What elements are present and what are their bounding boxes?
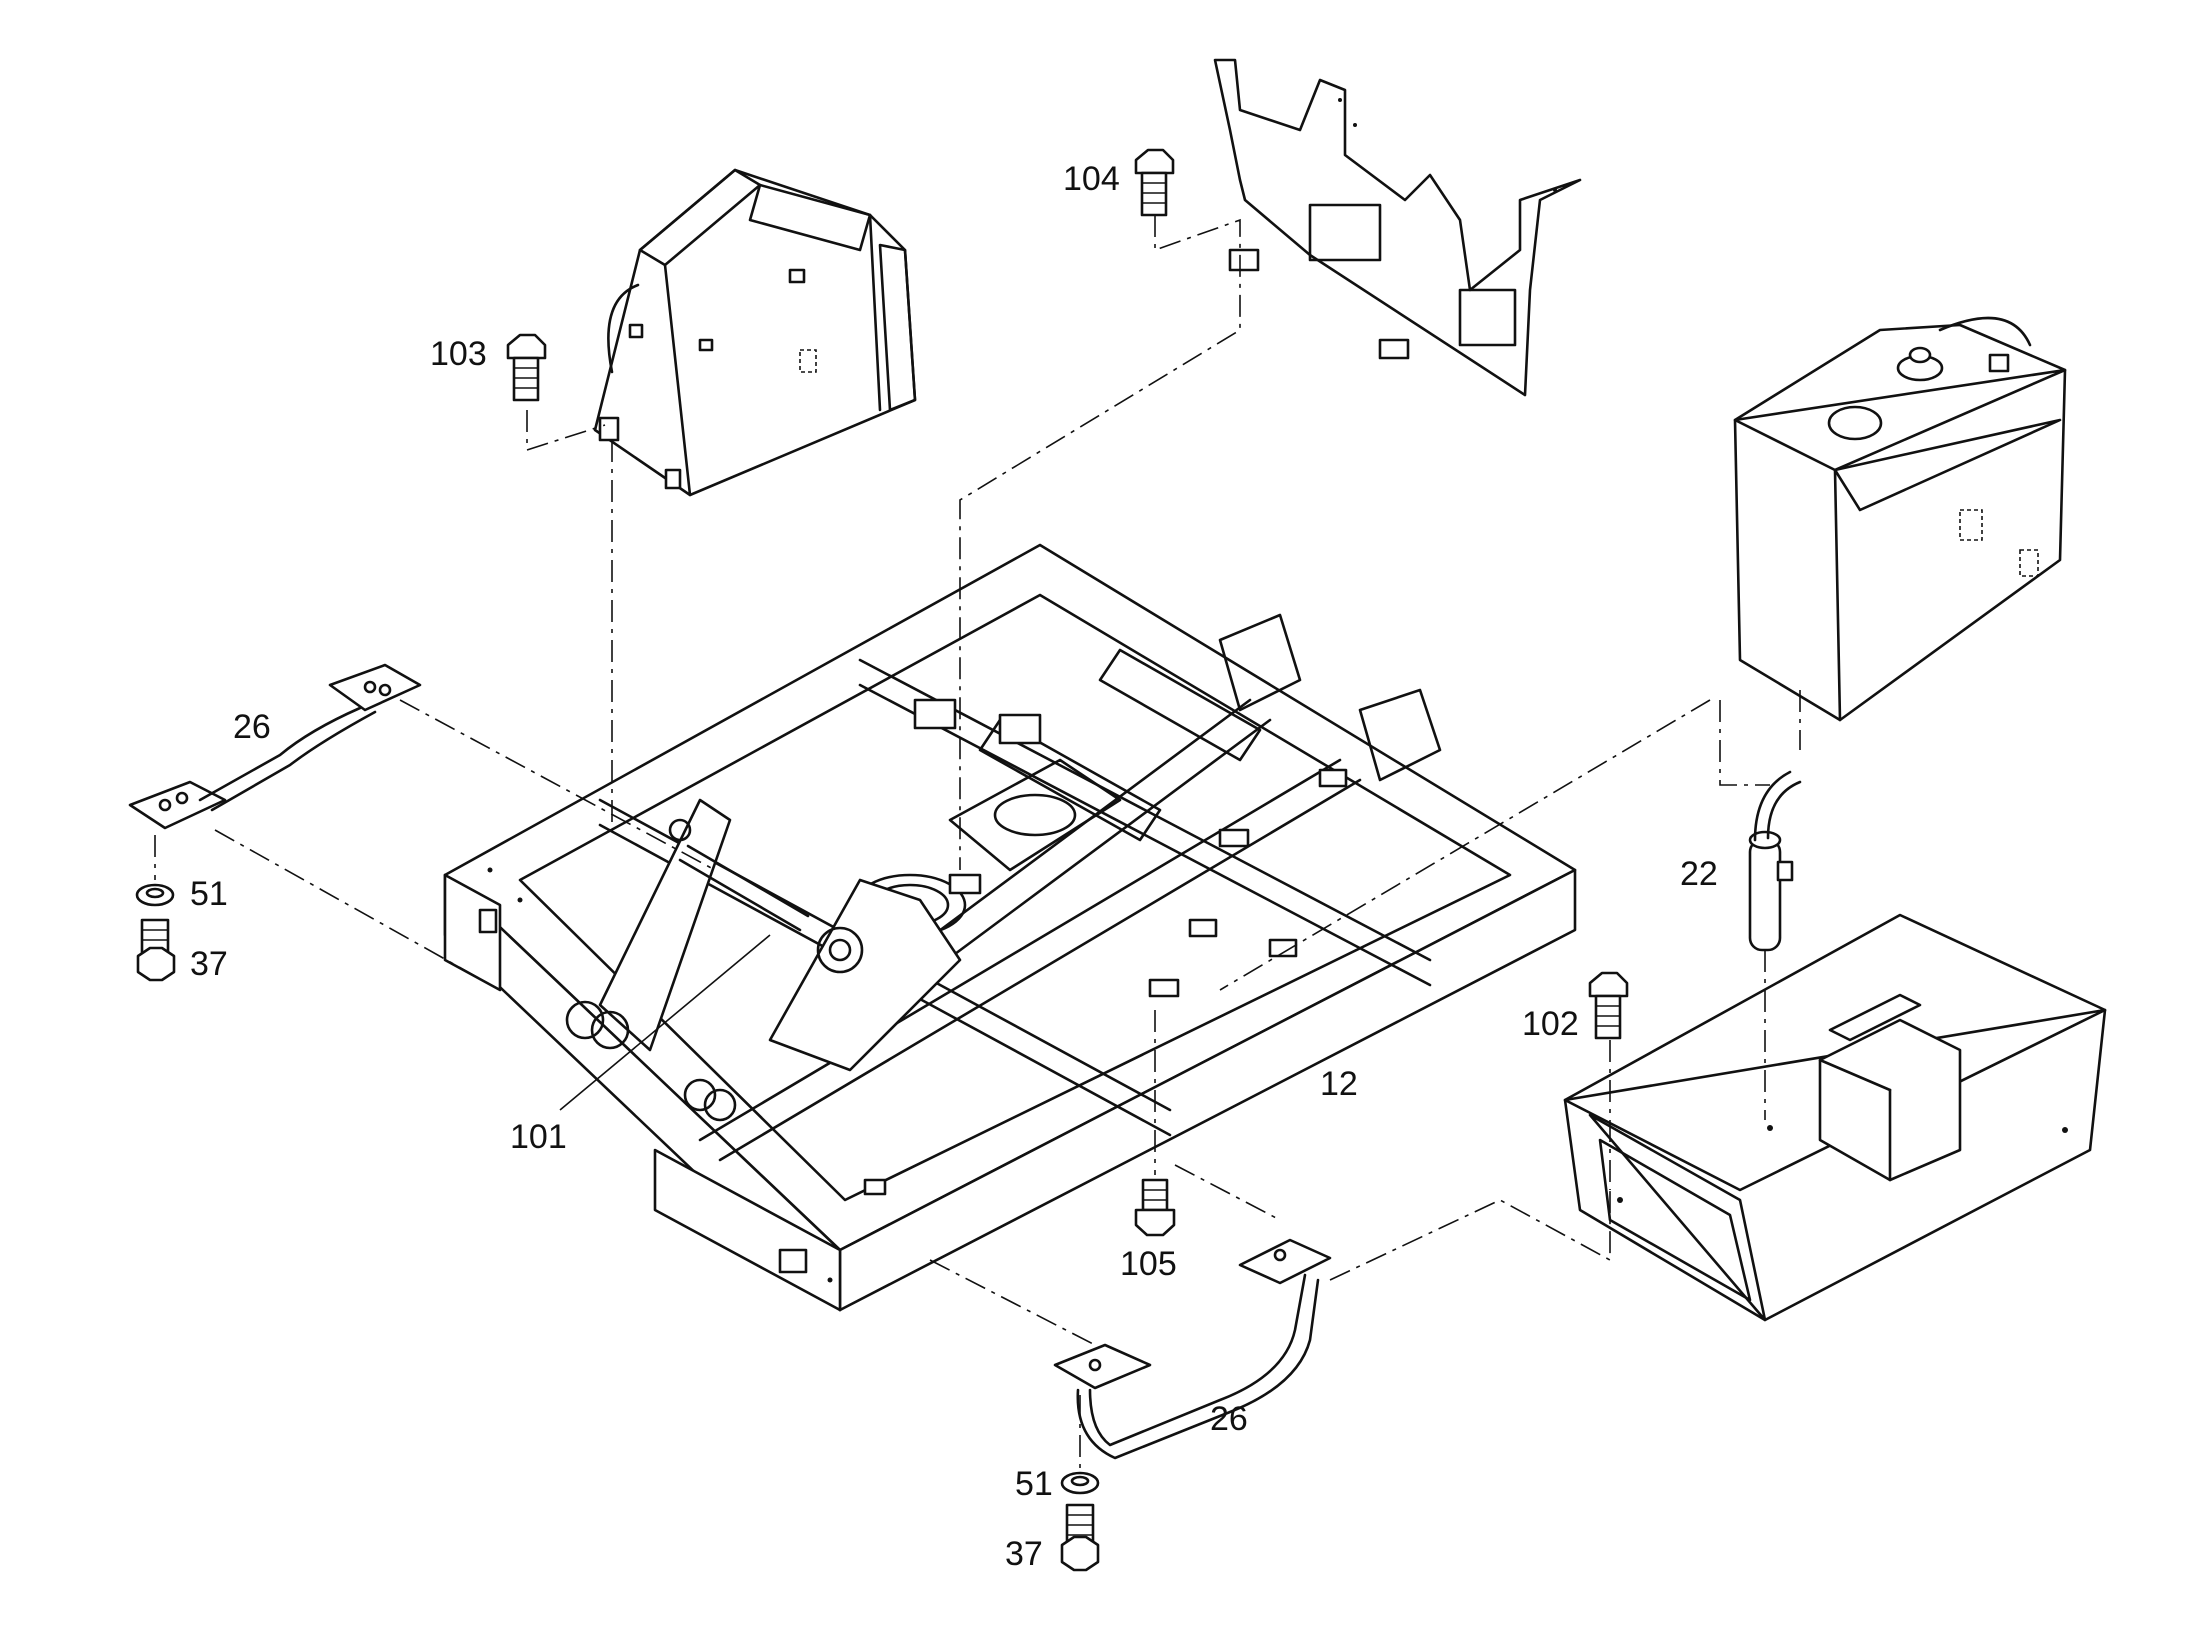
muffler-part — [1748, 770, 1802, 952]
fuel-tank-right — [1733, 316, 2067, 722]
callout-51-right: 51 — [1015, 1465, 1053, 1503]
battery-box-left — [593, 168, 917, 497]
callout-51-left: 51 — [190, 875, 228, 913]
bolt-104 — [1134, 148, 1175, 217]
mounting-bracket-top — [1213, 58, 1582, 397]
callout-12: 12 — [1320, 1065, 1358, 1103]
callout-104: 104 — [1063, 160, 1120, 198]
callout-26-right: 26 — [1210, 1400, 1248, 1438]
step-bracket-left — [128, 663, 422, 830]
callout-105: 105 — [1120, 1245, 1177, 1283]
callout-37-left: 37 — [190, 945, 228, 983]
washer-51-left — [135, 883, 175, 907]
callout-101: 101 — [510, 1118, 567, 1156]
step-bracket-right — [1053, 1238, 1332, 1460]
callout-labels: 12 22 26 26 37 37 51 51 101 102 103 104 … — [190, 160, 1718, 1573]
assembly-dash-lines — [154, 215, 1801, 1470]
battery-tray-right — [1563, 913, 2107, 1322]
callout-26-left: 26 — [233, 708, 271, 746]
washer-51-right — [1060, 1471, 1100, 1495]
bolt-105 — [1134, 1178, 1176, 1237]
callout-22: 22 — [1680, 855, 1718, 893]
callout-102: 102 — [1522, 1005, 1579, 1043]
bolt-103 — [506, 333, 547, 402]
main-frame — [443, 543, 1577, 1312]
bolt-37-right — [1060, 1503, 1100, 1572]
callout-37-right: 37 — [1005, 1535, 1043, 1573]
bolt-102 — [1588, 971, 1629, 1040]
callout-103: 103 — [430, 335, 487, 373]
bolt-37-left — [136, 918, 176, 982]
